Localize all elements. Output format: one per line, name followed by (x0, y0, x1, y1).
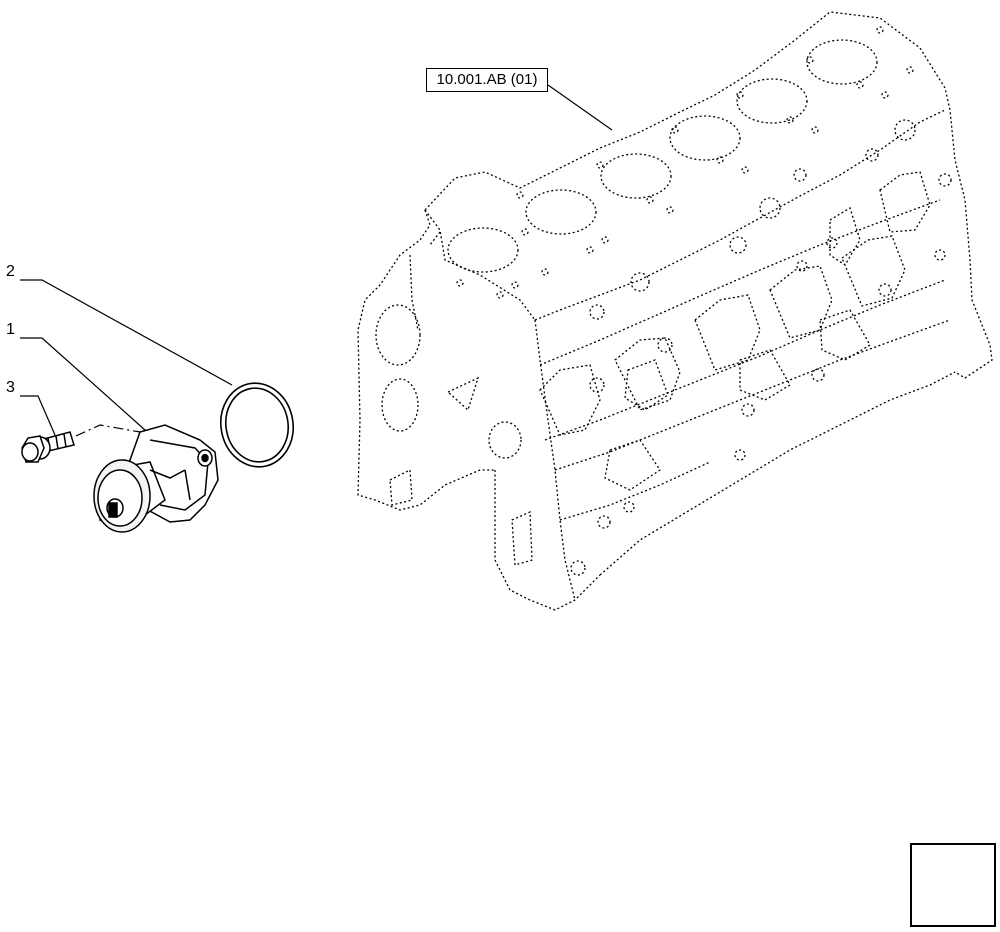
navigation-button-frame[interactable] (910, 843, 996, 927)
leader-item-3 (20, 395, 56, 436)
callout-item-2: 2 (6, 263, 15, 280)
o-ring-seal (220, 382, 294, 468)
assembly-axis (75, 424, 141, 437)
callout-item-3: 3 (6, 379, 15, 396)
leader-item-1 (20, 337, 146, 431)
reference-link-box[interactable]: 10.001.AB (01) (426, 68, 548, 92)
thermostat-housing (93, 424, 219, 533)
callout-leaders (20, 84, 613, 437)
leader-item-2 (20, 279, 233, 386)
engine-block-illustration (357, 11, 993, 611)
leader-reference (547, 84, 613, 131)
flange-bolt (21, 431, 75, 463)
callout-item-1: 1 (6, 321, 15, 338)
